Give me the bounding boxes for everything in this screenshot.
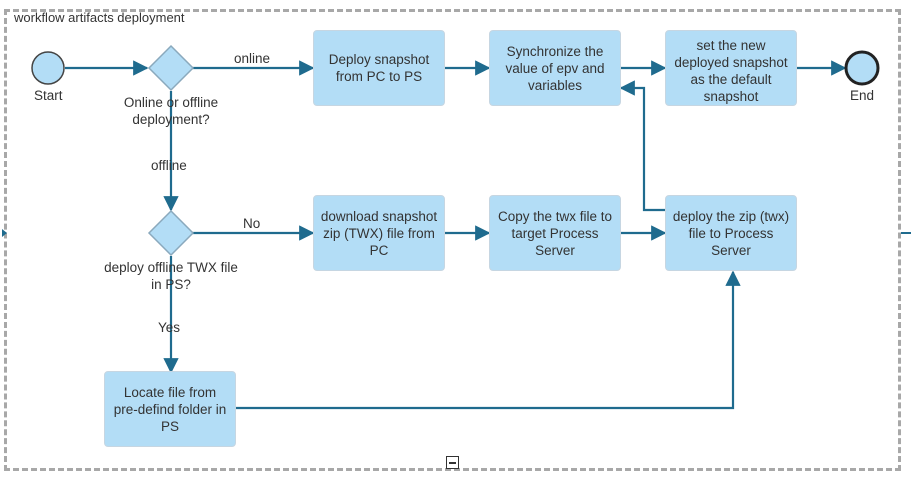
flow-deploy-zip-to-sync[interactable] [619,80,665,212]
pool-title: workflow artifacts deployment [14,10,185,25]
gateway-offline-twx-label: deploy offline TWX file in PS? [104,260,238,292]
task-deploy-snapshot[interactable]: Deploy snapshot from PC to PS [313,30,445,106]
start-event-label: Start [34,88,63,103]
gateway-offline-twx[interactable] [147,209,195,257]
flow-no-label: No [243,216,261,231]
task-deploy-zip-label: deploy the zip (twx) file to Process Ser… [672,208,790,258]
task-set-default-snapshot-label: set the new deployed snapshot as the def… [674,38,788,104]
flow-locate-to-deploy-zip[interactable] [236,270,741,410]
end-event-label: End [850,88,875,103]
flow-offline-label: offline [151,158,187,173]
collapse-toggle-icon[interactable] [446,456,459,469]
gateway-online-offline[interactable] [147,44,195,92]
flow-yes-label: Yes [158,320,181,335]
start-event[interactable] [31,51,65,85]
task-download-zip-label: download snapshot zip (TWX) file from PC [320,208,438,258]
flow-online-label: online [234,51,271,66]
task-locate-file[interactable]: Locate file from pre-defind folder in PS [104,371,236,447]
task-deploy-zip[interactable]: deploy the zip (twx) file to Process Ser… [665,195,797,271]
pool-border [4,9,901,471]
task-copy-twx-label: Copy the twx file to target Process Serv… [497,208,613,258]
task-copy-twx[interactable]: Copy the twx file to target Process Serv… [489,195,621,271]
task-synchronize-epv-label: Synchronize the value of epv and variabl… [505,43,605,93]
task-set-default-snapshot[interactable]: set the new deployed snapshot as the def… [665,30,797,106]
end-event[interactable] [844,50,880,86]
task-locate-file-label: Locate file from pre-defind folder in PS [113,384,227,434]
left-edge-arrow-marker [2,229,7,237]
gateway-online-offline-label: Online or offline deployment? [123,95,219,127]
task-download-zip[interactable]: download snapshot zip (TWX) file from PC [313,195,445,271]
task-synchronize-epv[interactable]: Synchronize the value of epv and variabl… [489,30,621,106]
task-deploy-snapshot-label: Deploy snapshot from PC to PS [328,52,430,84]
